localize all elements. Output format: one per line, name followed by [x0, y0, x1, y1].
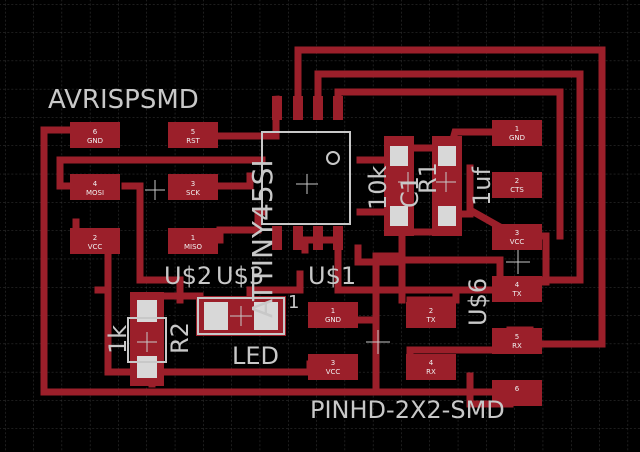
pad-name: GND: [87, 137, 103, 145]
chip-outline: [261, 131, 351, 225]
pad-name: GND: [325, 316, 341, 324]
label-c1: C1: [396, 176, 424, 208]
pad-number: 5: [515, 333, 519, 341]
isp-header: 6 GND 5 RST 4 MOSI 3 SCK 2 VCC 1 MISO: [70, 122, 218, 254]
pad-name: CTS: [510, 186, 524, 194]
pad-number: 1: [331, 307, 335, 315]
pad-name: TX: [511, 290, 521, 298]
pin1-marker: [326, 151, 340, 165]
isp-pad-3[interactable]: 3 SCK: [168, 174, 218, 200]
pad-number: 4: [515, 281, 520, 289]
label-r2: R2: [166, 322, 194, 354]
label-r1: R1: [414, 162, 442, 194]
label-pin1: 1: [288, 292, 299, 313]
pad-number: 3: [515, 229, 519, 237]
ftdi-pad-5[interactable]: 5 RX: [492, 328, 542, 354]
pad-name: VCC: [510, 238, 525, 246]
chip-pins[interactable]: [272, 96, 343, 250]
label-1k: 1k: [104, 325, 132, 354]
origin-marks: [137, 172, 530, 354]
c1-capacitor[interactable]: [432, 136, 462, 236]
pad-name: GND: [509, 134, 525, 142]
ftdi-pad-1[interactable]: 1 GND: [492, 120, 542, 146]
ftdi-pad-6[interactable]: 6: [492, 380, 542, 406]
label-attiny45si: ATTINY45SI: [246, 159, 279, 318]
label-u2: U$2: [164, 262, 212, 290]
ftdi-pad-2[interactable]: 2 CTS: [492, 172, 542, 198]
isp-pad-6[interactable]: 6 GND: [70, 122, 120, 148]
pad-number: 3: [331, 359, 335, 367]
isp-pad-1[interactable]: 1 MISO: [168, 228, 218, 254]
pad-name: SCK: [186, 189, 200, 197]
pad-name: MISO: [184, 243, 203, 251]
pad-number: 1: [191, 234, 195, 242]
pad-number: 1: [515, 125, 519, 133]
isp-pad-5[interactable]: 5 RST: [168, 122, 218, 148]
pad-number: 4: [93, 180, 98, 188]
label-led: LED: [232, 342, 279, 370]
attiny45-chip: [261, 96, 351, 250]
pad-number: 5: [191, 128, 195, 136]
pad-number: 6: [515, 385, 520, 393]
pad-name: RX: [512, 342, 522, 350]
r1-resistor[interactable]: [384, 136, 414, 236]
pad-number: 3: [191, 180, 195, 188]
label-1uf: 1uf: [468, 167, 496, 206]
pinhd-pad-4[interactable]: 4 RX: [406, 354, 456, 380]
pad-name: VCC: [326, 368, 341, 376]
label-10k: 10k: [364, 165, 392, 210]
pad-number: 2: [93, 234, 97, 242]
label-u3: U$3: [216, 262, 264, 290]
ftdi-pad-4[interactable]: 4 TX: [492, 276, 542, 302]
pad-name: RX: [426, 368, 436, 376]
pad-number: 2: [429, 307, 433, 315]
label-u1: U$1: [308, 262, 356, 290]
pad-name: MOSI: [86, 189, 104, 197]
pad-number: 2: [515, 177, 519, 185]
pad-name: RST: [186, 137, 200, 145]
pad-name: VCC: [88, 243, 103, 251]
pad-number: 6: [93, 128, 98, 136]
label-avrispsmd: AVRISPSMD: [48, 85, 199, 115]
label-pinhd-2x2-smd: PINHD-2X2-SMD: [310, 396, 505, 424]
pad-number: 4: [429, 359, 434, 367]
ftdi-pad-3[interactable]: 3 VCC: [492, 224, 542, 250]
ftdi-header: 1 GND 2 CTS 3 VCC 4 TX 5 RX 6: [492, 120, 542, 406]
pinhd-pad-2[interactable]: 2 TX: [406, 302, 456, 328]
pinhd-header: 1 GND 2 TX 3 VCC 4 RX: [308, 302, 456, 380]
pad-name: TX: [425, 316, 435, 324]
isp-pad-4[interactable]: 4 MOSI: [70, 174, 120, 200]
pinhd-pad-3[interactable]: 3 VCC: [308, 354, 358, 380]
label-u6: U$6: [464, 278, 492, 326]
pinhd-pad-1[interactable]: 1 GND: [308, 302, 358, 328]
isp-pad-2[interactable]: 2 VCC: [70, 228, 120, 254]
